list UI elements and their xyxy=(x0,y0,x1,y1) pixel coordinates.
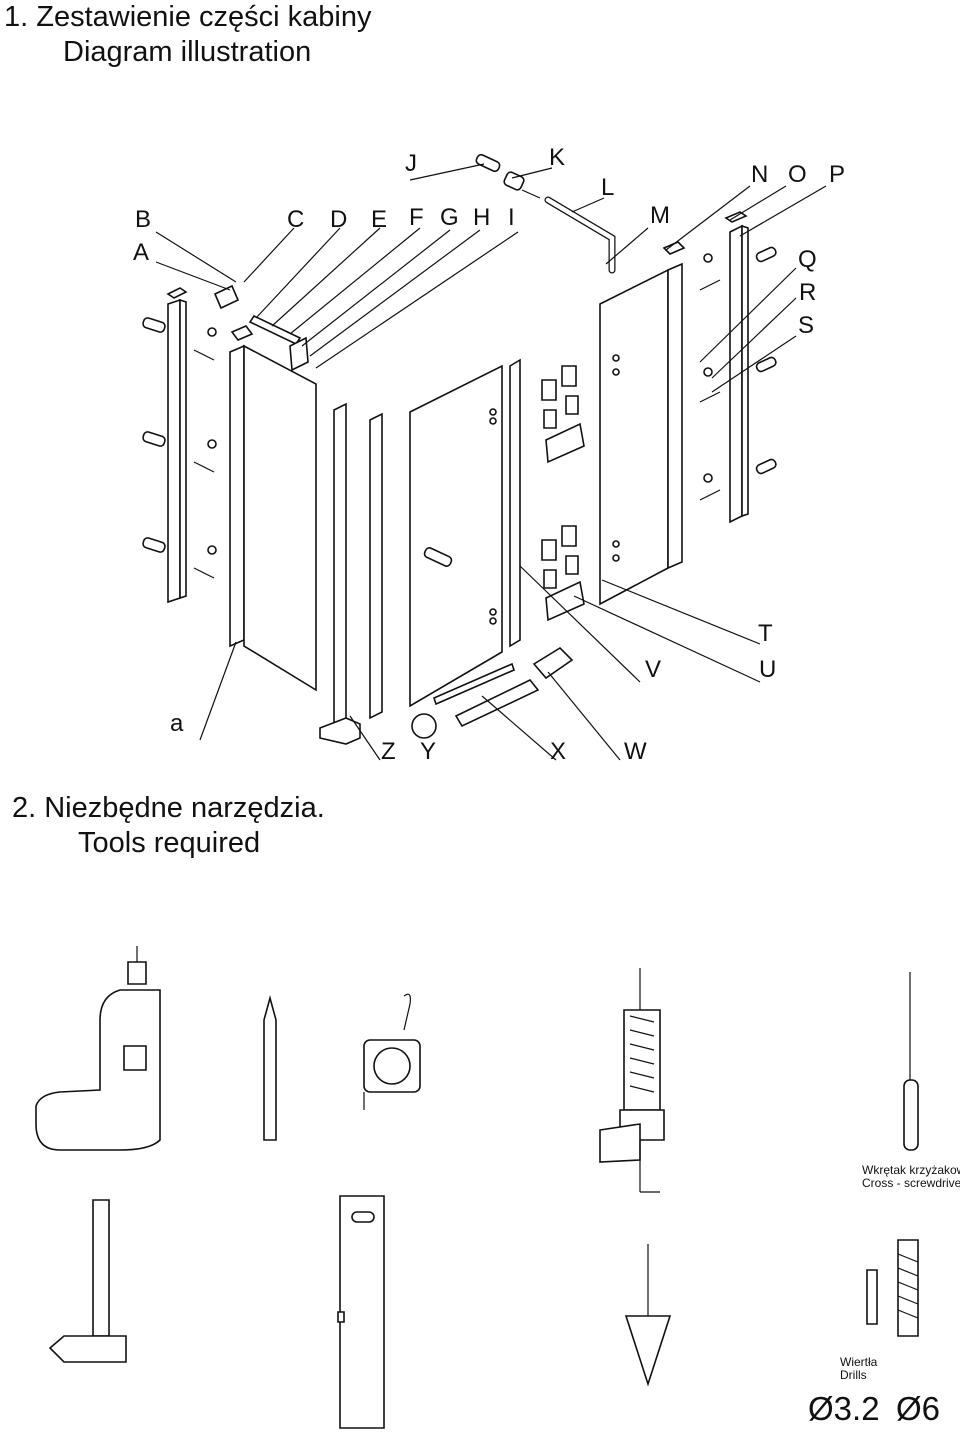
screwdriver-icon xyxy=(904,972,918,1150)
label-C: C xyxy=(287,206,305,233)
leader-lines xyxy=(156,164,826,760)
bottom-parts xyxy=(320,547,572,744)
left-glass-panel xyxy=(230,346,316,690)
label-G: G xyxy=(440,204,459,231)
drill-bits-icon xyxy=(867,1240,918,1336)
drill-size-small: Ø3.2 xyxy=(808,1390,880,1427)
section2-title-pl: 2. Niezbędne narzędzia. xyxy=(12,792,325,824)
label-H: H xyxy=(473,204,491,231)
side-profiles xyxy=(334,404,382,726)
label-R: R xyxy=(799,279,817,306)
label-B: B xyxy=(135,206,152,233)
label-N: N xyxy=(751,161,769,188)
label-P: P xyxy=(829,161,846,188)
label-L: L xyxy=(601,174,615,201)
hinges xyxy=(542,366,584,620)
label-W: W xyxy=(624,738,647,765)
label-Z: Z xyxy=(381,738,396,765)
drill-size-large: Ø6 xyxy=(896,1390,941,1427)
label-Q: Q xyxy=(798,246,817,273)
screwdriver-label-en: Cross - screwdriver xyxy=(862,1176,960,1190)
section2-title-en: Tools required xyxy=(78,827,261,859)
label-J: J xyxy=(405,150,417,177)
label-D: D xyxy=(330,206,348,233)
label-X: X xyxy=(550,738,567,765)
pencil-icon xyxy=(264,998,276,1140)
tape-measure-icon xyxy=(364,994,420,1110)
screwdriver-label-pl: Wkrętak krzyżakowy xyxy=(862,1163,960,1177)
label-F: F xyxy=(409,204,424,231)
left-wall-fixings xyxy=(142,317,216,578)
label-O: O xyxy=(788,161,807,188)
label-U: U xyxy=(759,656,777,683)
label-K: K xyxy=(549,144,566,171)
drills-label-pl: Wiertła xyxy=(840,1355,878,1369)
label-a: a xyxy=(170,710,184,737)
label-V: V xyxy=(645,656,662,683)
label-I: I xyxy=(508,204,515,231)
label-S: S xyxy=(798,312,815,339)
label-Y: Y xyxy=(420,738,437,765)
level-icon xyxy=(338,1196,384,1428)
label-E: E xyxy=(371,206,388,233)
left-wall-profile xyxy=(168,300,186,602)
right-glass-panel xyxy=(600,264,682,604)
hammer-icon xyxy=(50,1200,126,1362)
plumb-bob-icon xyxy=(626,1244,670,1384)
right-wall-fixings xyxy=(700,246,777,500)
label-A: A xyxy=(133,239,150,266)
section1-title-en: Diagram illustration xyxy=(63,36,312,68)
right-wall-profile xyxy=(726,212,748,522)
drills-label-en: Drills xyxy=(840,1368,867,1382)
drill-icon xyxy=(36,946,160,1150)
section1-title-pl: 1. Zestawienie części kabiny xyxy=(4,1,372,33)
label-M: M xyxy=(650,202,670,229)
label-T: T xyxy=(758,620,773,647)
door-glass xyxy=(410,360,520,706)
silicone-gun-icon xyxy=(600,968,664,1192)
